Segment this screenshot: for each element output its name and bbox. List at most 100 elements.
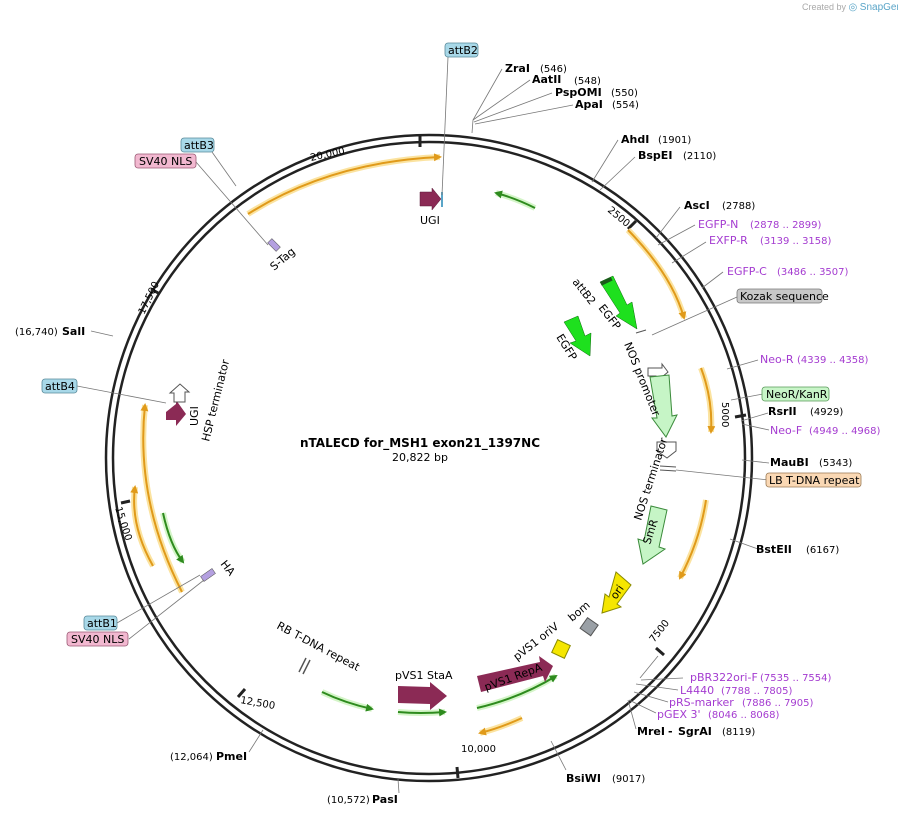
- tick-label: 20,000: [309, 146, 346, 164]
- boxed-label: LB T-DNA repeat: [769, 474, 860, 487]
- enzyme-name: RsrII: [768, 405, 797, 418]
- tick-label: 5000: [719, 402, 730, 427]
- primer-range: (7886 .. 7905): [742, 698, 814, 709]
- primer-name: pRS-marker: [669, 696, 734, 709]
- primer-range: (3486 .. 3507): [777, 267, 849, 278]
- feature-label: attB2: [570, 276, 599, 308]
- label-box: [444, 42, 479, 58]
- primer-name: pGEX 3': [657, 708, 701, 721]
- primer-range: (7788 .. 7805): [721, 686, 793, 697]
- ugi-feature: [166, 400, 186, 426]
- enzyme-name: PmeI: [216, 750, 247, 763]
- enzyme-position: (10,572): [327, 795, 370, 806]
- enzyme-name: BspEI: [638, 149, 672, 162]
- enzyme-name: MreI: [637, 725, 665, 738]
- enzyme-labels: ZraI (546) AatII (548) PspOMI (550) ApaI…: [15, 62, 852, 806]
- boxed-label: SV40 NLS: [71, 633, 124, 646]
- feature-label: S-Tag: [268, 245, 298, 273]
- boxed-label: Kozak sequence: [740, 290, 829, 303]
- feature-label: RB T-DNA repeat: [275, 619, 363, 674]
- primer-name: Neo-R: [760, 353, 794, 366]
- enzyme-name: PasI: [372, 793, 398, 806]
- orf-arc: [162, 512, 185, 564]
- primer-range: (4339 .. 4358): [797, 355, 869, 366]
- enzyme-name: PspOMI: [555, 86, 602, 99]
- primer-name: EGFP-N: [698, 218, 738, 231]
- tick-label: 12,500: [239, 695, 275, 712]
- feature-label: UGI: [420, 214, 440, 227]
- enzyme-name: SalI: [62, 325, 85, 338]
- map-name: nTALECD for_MSH1 exon21_1397NC: [300, 436, 540, 451]
- primer-name: Neo-F: [770, 424, 802, 437]
- feature-shapes: [166, 187, 678, 710]
- boxed-label: attB2: [448, 44, 478, 57]
- orf-arc: [476, 674, 558, 709]
- primer-labels: EGFP-N (2878 .. 2899) EXFP-R (3139 .. 31…: [657, 218, 881, 721]
- neor-feature: [649, 374, 678, 438]
- enzyme-position: (8119): [722, 727, 755, 738]
- feature-label: HSP terminator: [199, 358, 232, 443]
- boxed-label: attB1: [87, 617, 117, 630]
- label-box: [66, 631, 129, 647]
- orf-arc: [478, 717, 523, 736]
- leader-lines: [76, 56, 770, 794]
- enzyme-position: (2788): [722, 201, 755, 212]
- orf-arc: [130, 485, 154, 567]
- tick-label: 10,000: [461, 744, 496, 755]
- feature-label: pVS1 StaA: [395, 669, 453, 682]
- orf-arc: [679, 499, 707, 580]
- snapgene-credit: Created by ◎ SnapGene: [802, 2, 898, 13]
- boxed-label: SV40 NLS: [139, 155, 192, 168]
- orf-arc: [247, 153, 442, 215]
- enzyme-name: BsiWI: [566, 772, 601, 785]
- primer-range: (3139 .. 3158): [760, 236, 832, 247]
- hsp-terminator-feature: [168, 383, 191, 403]
- center-label: nTALECD for_MSH1 exon21_1397NC 20,822 bp: [300, 436, 540, 464]
- enzyme-name: AatII: [532, 73, 561, 86]
- pvs1-repa-feature: [477, 656, 553, 692]
- orf-arc: [246, 154, 441, 217]
- ugi-feature: [419, 187, 442, 211]
- enzyme-name: BstEII: [756, 543, 792, 556]
- orf-arc: [321, 691, 374, 712]
- enzyme-position: (548): [574, 76, 601, 87]
- boxed-label: attB4: [45, 380, 75, 393]
- enzyme-name: SgrAI: [678, 725, 712, 738]
- backbone: [104, 133, 754, 783]
- bom-feature: [579, 616, 599, 637]
- tick-label: 7500: [648, 618, 672, 645]
- credit-text: Created by: [802, 2, 847, 12]
- tick-marks: [120, 136, 747, 779]
- pvs1-staa-feature: [398, 682, 447, 710]
- orf-arc: [627, 229, 687, 320]
- feature-label: pVS1 oriV: [511, 620, 562, 664]
- enzyme-position: (9017): [612, 774, 645, 785]
- credit-brand: SnapGene: [859, 2, 898, 13]
- label-box: [761, 386, 830, 402]
- primer-range: (7535 .. 7554): [760, 673, 832, 684]
- label-box: [765, 472, 862, 488]
- enzyme-name: AscI: [684, 199, 710, 212]
- feature-label: HA: [218, 558, 238, 579]
- egfp-feature: [563, 315, 592, 357]
- enzyme-position: (2110): [683, 151, 716, 162]
- enzyme-position: (5343): [819, 458, 852, 469]
- primer-name: L4440: [680, 684, 714, 697]
- enzyme-position: (546): [540, 64, 567, 75]
- boxed-label: attB3: [184, 139, 214, 152]
- tick-label: 2500: [605, 205, 632, 230]
- feature-label: UGI: [188, 406, 201, 426]
- map-size: 20,822 bp: [392, 451, 448, 464]
- enzyme-position: (554): [612, 100, 639, 111]
- egfp-feature: [599, 275, 638, 330]
- orf-arc: [140, 403, 183, 593]
- enzyme-name: AhdI: [621, 133, 649, 146]
- boxed-label: NeoR/KanR: [766, 388, 828, 401]
- enzyme-position: (6167): [806, 545, 839, 556]
- primer-name: EGFP-C: [727, 265, 767, 278]
- enzyme-position: (12,064): [170, 752, 213, 763]
- snapgene-logo-icon: ◎: [848, 2, 858, 13]
- primer-name: EXFP-R: [709, 234, 748, 247]
- orf-arc: [397, 708, 447, 717]
